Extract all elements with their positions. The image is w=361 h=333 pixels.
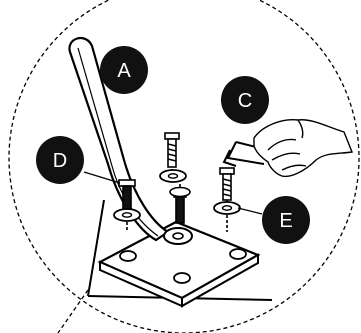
callout-a: A — [100, 46, 148, 94]
plate-hole — [173, 272, 191, 284]
callout-e: E — [262, 196, 310, 244]
washer-middle — [159, 169, 187, 183]
detail-circle — [8, 0, 360, 333]
hand-illustration — [253, 119, 353, 178]
bolt-right — [219, 167, 235, 232]
callout-c-label: C — [238, 90, 252, 112]
callout-d-label: D — [53, 150, 67, 172]
washer-right — [213, 201, 241, 215]
plate-hole — [119, 250, 137, 262]
detail-leader — [57, 289, 89, 333]
callout-d: D — [36, 136, 84, 184]
washer-left — [113, 208, 141, 222]
plate-hole — [229, 248, 247, 260]
washer-middle-lower — [169, 186, 191, 198]
callout-c: C — [221, 76, 269, 124]
callout-e-label: E — [279, 210, 292, 232]
callout-a-label: A — [117, 60, 131, 82]
leader-lines — [83, 171, 263, 215]
